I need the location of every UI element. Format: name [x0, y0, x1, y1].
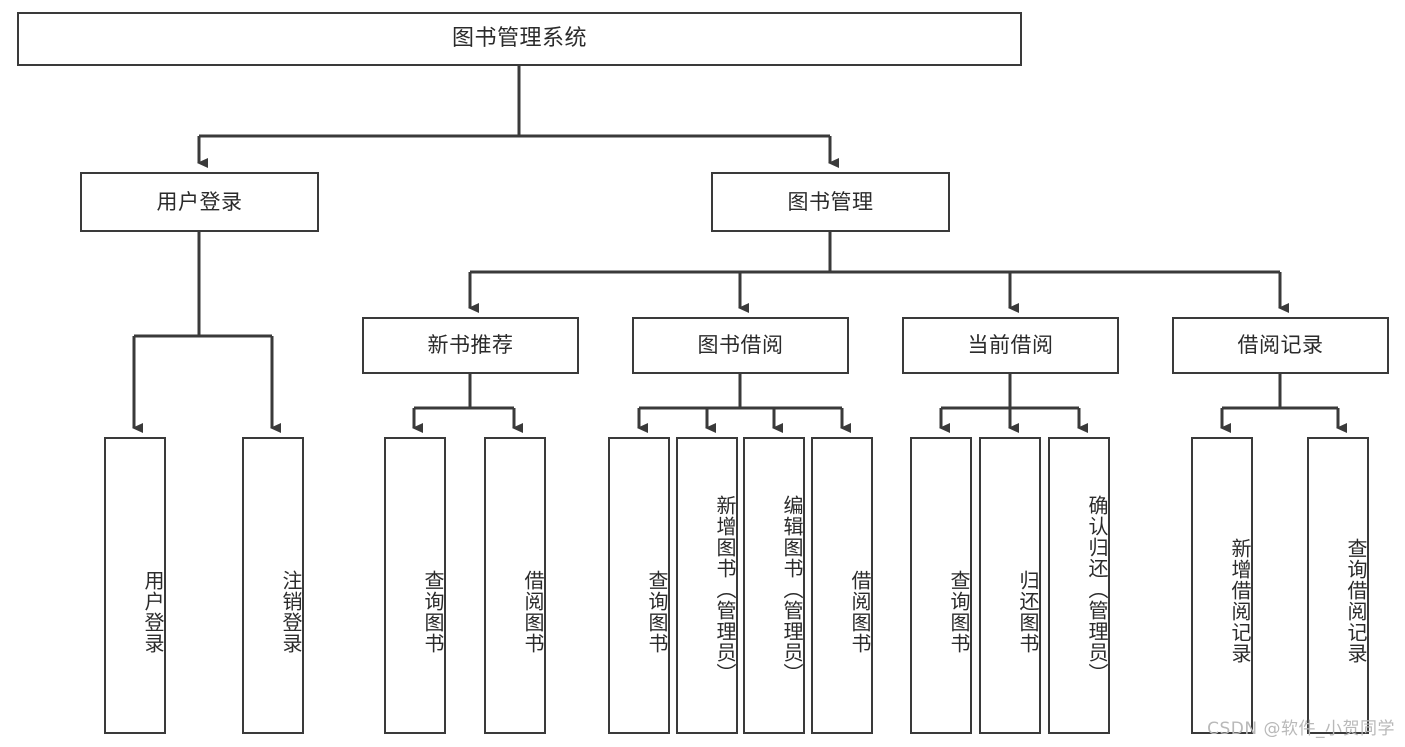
node-book-borrow[interactable]: 图书借阅	[632, 317, 849, 374]
node-label: 新书推荐	[427, 333, 514, 358]
leaf-query-borrow-record[interactable]: 查询借阅记录	[1307, 437, 1369, 734]
node-label: 借阅图书	[521, 569, 545, 654]
node-current-borrow[interactable]: 当前借阅	[902, 317, 1119, 374]
leaf-user-login[interactable]: 用户登录	[104, 437, 166, 734]
leaf-borrow-book-recommend[interactable]: 借阅图书	[484, 437, 546, 734]
node-label: 用户登录	[156, 189, 243, 214]
leaf-query-book-recommend[interactable]: 查询图书	[384, 437, 446, 734]
node-label: 编辑图书（管理员）	[780, 495, 804, 684]
node-label: 归还图书	[1016, 569, 1040, 654]
leaf-query-book-borrow[interactable]: 查询图书	[608, 437, 670, 734]
node-label: 查询图书	[947, 569, 971, 654]
node-label: 查询图书	[421, 569, 445, 654]
leaf-borrow-book[interactable]: 借阅图书	[811, 437, 873, 734]
node-label: 确认归还（管理员）	[1085, 495, 1109, 684]
node-root-book-management-system[interactable]: 图书管理系统	[17, 12, 1022, 66]
node-label: 借阅记录	[1237, 333, 1324, 358]
leaf-logout[interactable]: 注销登录	[242, 437, 304, 734]
node-book-management[interactable]: 图书管理	[711, 172, 950, 232]
node-user-login[interactable]: 用户登录	[80, 172, 319, 232]
node-label: 图书管理	[787, 189, 874, 214]
node-new-book-recommend[interactable]: 新书推荐	[362, 317, 579, 374]
node-label: 用户登录	[141, 569, 165, 654]
leaf-query-book-current[interactable]: 查询图书	[910, 437, 972, 734]
node-label: 图书管理系统	[451, 26, 587, 52]
leaf-edit-book-admin[interactable]: 编辑图书（管理员）	[743, 437, 805, 734]
node-label: 新增图书（管理员）	[713, 495, 737, 684]
node-label: 借阅图书	[848, 569, 872, 654]
leaf-add-book-admin[interactable]: 新增图书（管理员）	[676, 437, 738, 734]
node-label: 查询借阅记录	[1344, 537, 1368, 664]
leaf-confirm-return-admin[interactable]: 确认归还（管理员）	[1048, 437, 1110, 734]
node-label: 当前借阅	[967, 333, 1054, 358]
node-borrow-record[interactable]: 借阅记录	[1172, 317, 1389, 374]
node-label: 注销登录	[279, 569, 303, 654]
node-label: 图书借阅	[697, 333, 784, 358]
leaf-add-borrow-record[interactable]: 新增借阅记录	[1191, 437, 1253, 734]
node-label: 查询图书	[645, 569, 669, 654]
node-label: 新增借阅记录	[1228, 537, 1252, 664]
leaf-return-book[interactable]: 归还图书	[979, 437, 1041, 734]
watermark: CSDN @软件_小贺同学	[1207, 719, 1395, 739]
